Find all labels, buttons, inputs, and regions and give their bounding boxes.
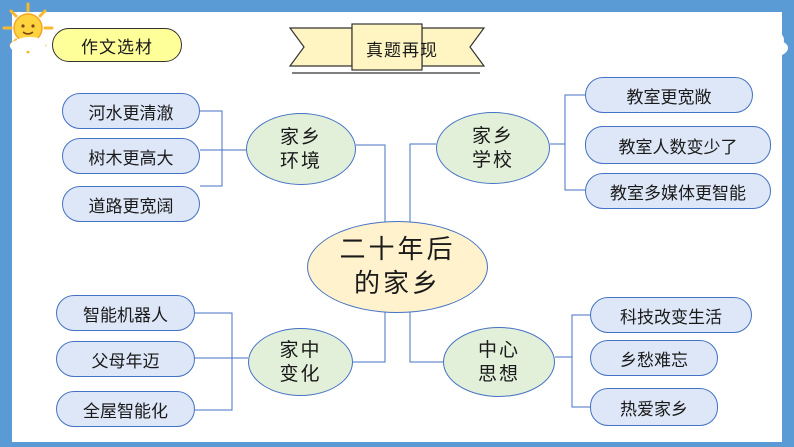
pill-environment-2: 树木更高大 — [62, 138, 200, 174]
pill-school-1: 教室更宽敞 — [585, 77, 753, 113]
pill-theme-2: 乡愁难忘 — [590, 340, 718, 376]
pill-school-3: 教室多媒体更智能 — [585, 173, 771, 209]
bubble-line2: 思想 — [477, 363, 520, 385]
bubble-line2: 环境 — [279, 150, 322, 172]
center-topic-line2: 的家乡 — [353, 269, 441, 299]
bubble-line2: 学校 — [471, 149, 514, 171]
banner-ribbon — [288, 23, 486, 71]
bubble-line1: 家乡 — [279, 126, 322, 148]
center-topic-line1: 二十年后 — [339, 235, 456, 265]
sun-icon — [2, 2, 54, 54]
pill-home-3: 全屋智能化 — [56, 391, 195, 427]
bubble-home-school: 家乡 学校 — [436, 112, 550, 184]
pill-theme-3: 热爱家乡 — [590, 388, 718, 426]
pill-school-2: 教室人数变少了 — [585, 126, 771, 164]
bubble-home-environment: 家乡 环境 — [246, 113, 356, 185]
bubble-line1: 家中 — [279, 339, 322, 361]
pill-environment-3: 道路更宽阔 — [62, 186, 200, 222]
bubble-home-change: 家中 变化 — [248, 328, 353, 396]
pill-theme-1: 科技改变生活 — [590, 297, 752, 333]
pill-home-2: 父母年迈 — [56, 341, 195, 377]
bubble-line1: 中心 — [477, 339, 520, 361]
pill-home-1: 智能机器人 — [56, 295, 195, 331]
bubble-line1: 家乡 — [471, 125, 514, 147]
banner-title: 真题再现 — [366, 40, 438, 61]
bubble-line2: 变化 — [279, 363, 322, 385]
bubble-central-theme: 中心 思想 — [443, 327, 555, 397]
cloud-icon — [736, 30, 788, 59]
center-topic: 二十年后 的家乡 — [307, 221, 488, 313]
section-tag: 作文选材 — [52, 28, 182, 62]
pill-environment-1: 河水更清澈 — [62, 93, 200, 129]
